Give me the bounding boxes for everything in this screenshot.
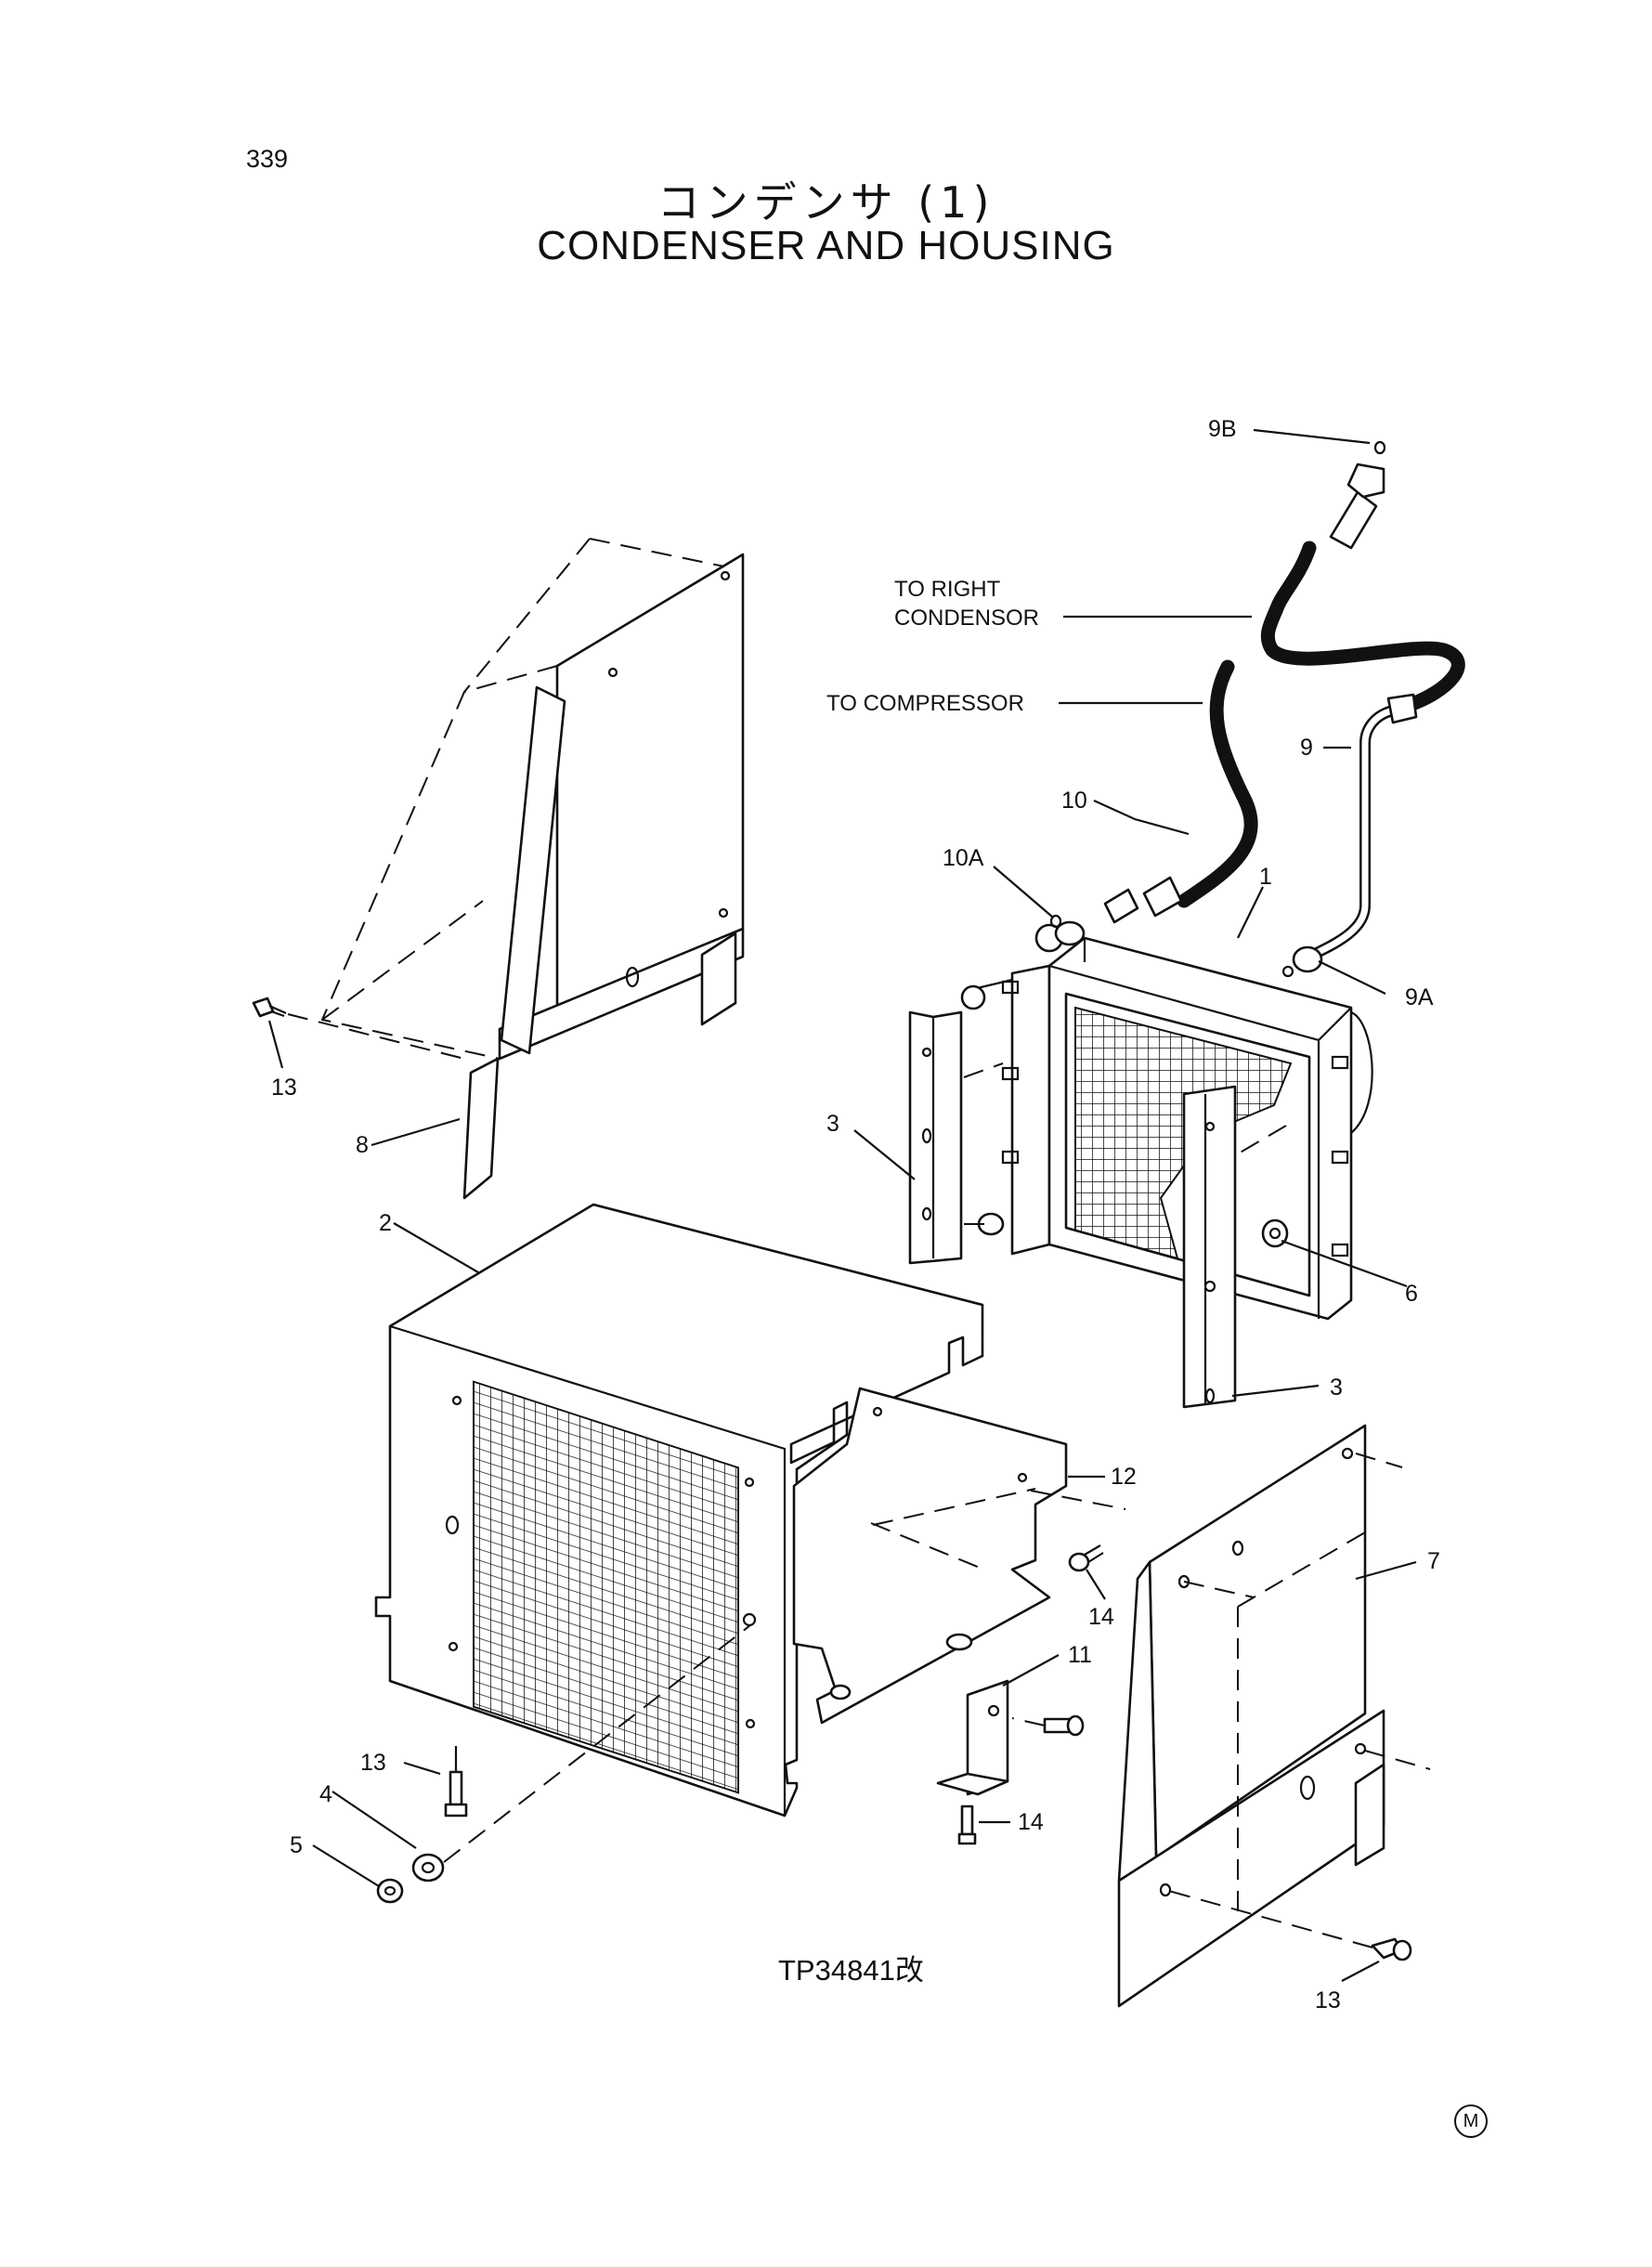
bolt-part-14-upper [1068, 1544, 1104, 1572]
m-mark-icon: M [1454, 2104, 1488, 2138]
page-number: 339 [246, 145, 289, 173]
callout-3-right: 3 [1330, 1375, 1343, 1401]
callout-7: 7 [1427, 1548, 1440, 1574]
bolt-part-13-lower-left [444, 1746, 468, 1818]
leader-lines [267, 428, 1417, 1982]
callout-10: 10 [1061, 788, 1087, 814]
callout-condensor: CONDENSOR [894, 606, 1039, 631]
callout-4: 4 [319, 1781, 332, 1807]
bolt-part-13-lower-right [1164, 1889, 1412, 1961]
callout-1: 1 [1259, 864, 1272, 890]
mounting-bracket-part-11 [936, 1679, 1009, 1796]
o-ring-part-10A [1049, 914, 1062, 929]
callout-9: 9 [1300, 735, 1313, 761]
callout-11: 11 [1068, 1642, 1092, 1668]
washer-hole-icon [1268, 1227, 1281, 1240]
callout-10A: 10A [943, 845, 984, 871]
bolt-part-13-upper-left [252, 997, 465, 1060]
bracket-plate-part-12 [792, 1387, 1126, 1725]
callout-9A: 9A [1405, 984, 1434, 1010]
washer-part-4 [411, 1624, 751, 1883]
callout-to-compressor: TO COMPRESSOR [826, 691, 1024, 716]
callout-13-upper-left: 13 [271, 1075, 297, 1101]
nut-part-5 [376, 1878, 404, 1904]
callout-2: 2 [379, 1210, 392, 1236]
support-bar-part-3-left [908, 1010, 963, 1265]
callout-14-upper: 14 [1088, 1604, 1114, 1630]
callout-13-lower-left: 13 [360, 1750, 386, 1776]
hose-part-9 [1260, 440, 1465, 978]
callout-13-lower-right: 13 [1315, 1987, 1341, 2013]
callout-8: 8 [356, 1132, 369, 1158]
callout-9B: 9B [1208, 416, 1237, 442]
drawing-id: TP34841改 [778, 1954, 924, 1987]
side-cover-part-8 [320, 538, 745, 1200]
callout-3-left: 3 [826, 1111, 839, 1137]
condenser-part-1 [960, 923, 1373, 1321]
callout-5: 5 [290, 1832, 303, 1858]
housing-part-2 [374, 1203, 984, 1818]
support-bar-part-3-right [1182, 1085, 1237, 1409]
bolt-part-14-lower [957, 1714, 1085, 1845]
callout-6: 6 [1405, 1281, 1418, 1307]
callout-labels: 9B TO RIGHT CONDENSOR TO COMPRESSOR 9 10… [271, 416, 1440, 2013]
callout-12: 12 [1111, 1464, 1137, 1490]
hose-part-10 [1054, 659, 1258, 946]
side-cover-part-7 [1117, 1424, 1431, 2008]
callout-14-lower: 14 [1018, 1809, 1044, 1835]
title-english: CONDENSER AND HOUSING [537, 223, 1115, 268]
washer-part-6 [1261, 1218, 1289, 1248]
title-japanese: コンデンサ (1) [657, 177, 995, 228]
callout-to-right: TO RIGHT [894, 577, 1001, 602]
